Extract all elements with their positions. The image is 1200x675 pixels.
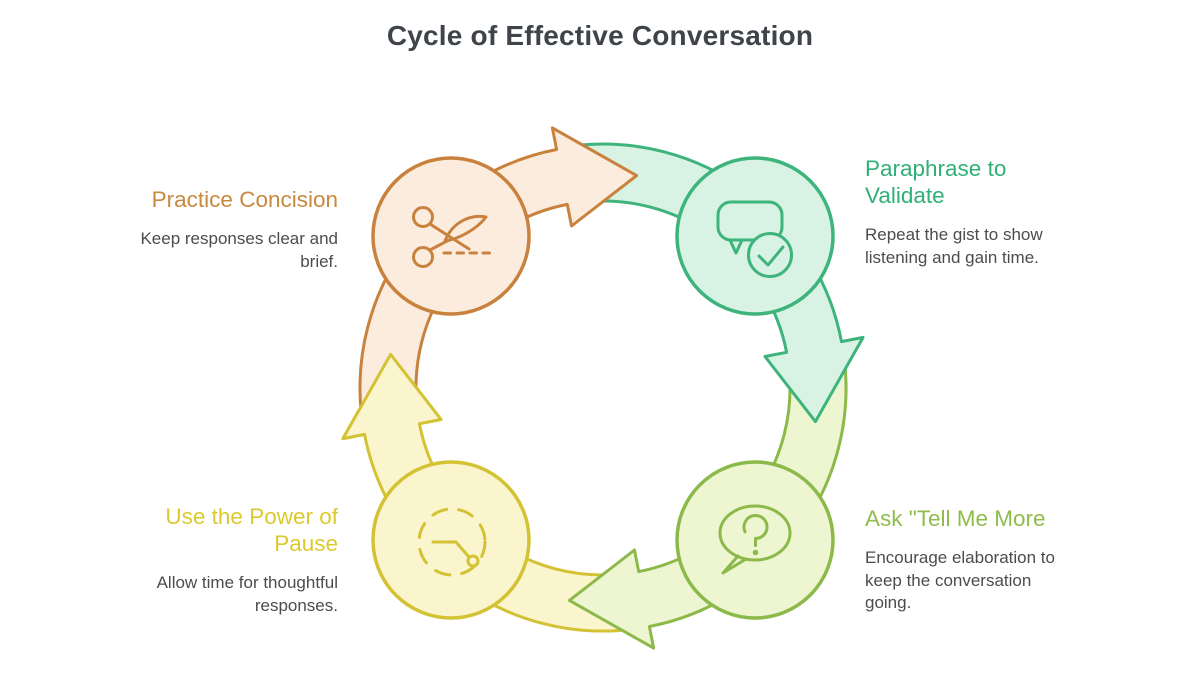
scissors-icon [412,206,493,268]
arrow-concision-to-paraphrase [358,126,639,415]
step-body-practice-concision: Keep responses clear and brief. [140,229,338,271]
page-title: Cycle of Effective Conversation [386,20,814,51]
step-body-paraphrase-to-validate: Repeat the gist to show listening and ga… [865,225,1043,267]
speech-bubble-check-icon [716,200,793,278]
step-label-practice-concision: Practice Concision Keep responses clear … [123,186,338,273]
arrow-ask-to-pause [567,361,848,650]
step-body-use-the-power-of-pause: Allow time for thoughtful responses. [156,573,338,615]
step-heading-practice-concision: Practice Concision [151,187,338,212]
pause-clock-icon [417,507,487,577]
step-label-ask-tell-me-more: Ask "Tell Me More Encourage elaboration … [865,505,1065,615]
step-heading-paraphrase-to-validate: Paraphrase to Validate [865,156,1007,208]
step-body-ask-tell-me-more: Encourage elaboration to keep the conver… [865,548,1055,612]
arrowhead-pause-outline [341,352,443,441]
step-label-paraphrase-to-validate: Paraphrase to Validate Repeat the gist t… [865,155,1065,269]
step-heading-use-the-power-of-pause: Use the Power of Pause [165,504,338,556]
arrow-paraphrase-to-ask [576,142,865,424]
node-paraphrase-to-validate [675,156,835,316]
question-bubble-icon [718,504,792,575]
arrowhead-pause-fill [342,354,441,439]
node-use-the-power-of-pause [371,460,531,620]
step-label-use-the-power-of-pause: Use the Power of Pause Allow time for th… [123,503,338,617]
step-heading-ask-tell-me-more: Ask "Tell Me More [865,506,1046,531]
